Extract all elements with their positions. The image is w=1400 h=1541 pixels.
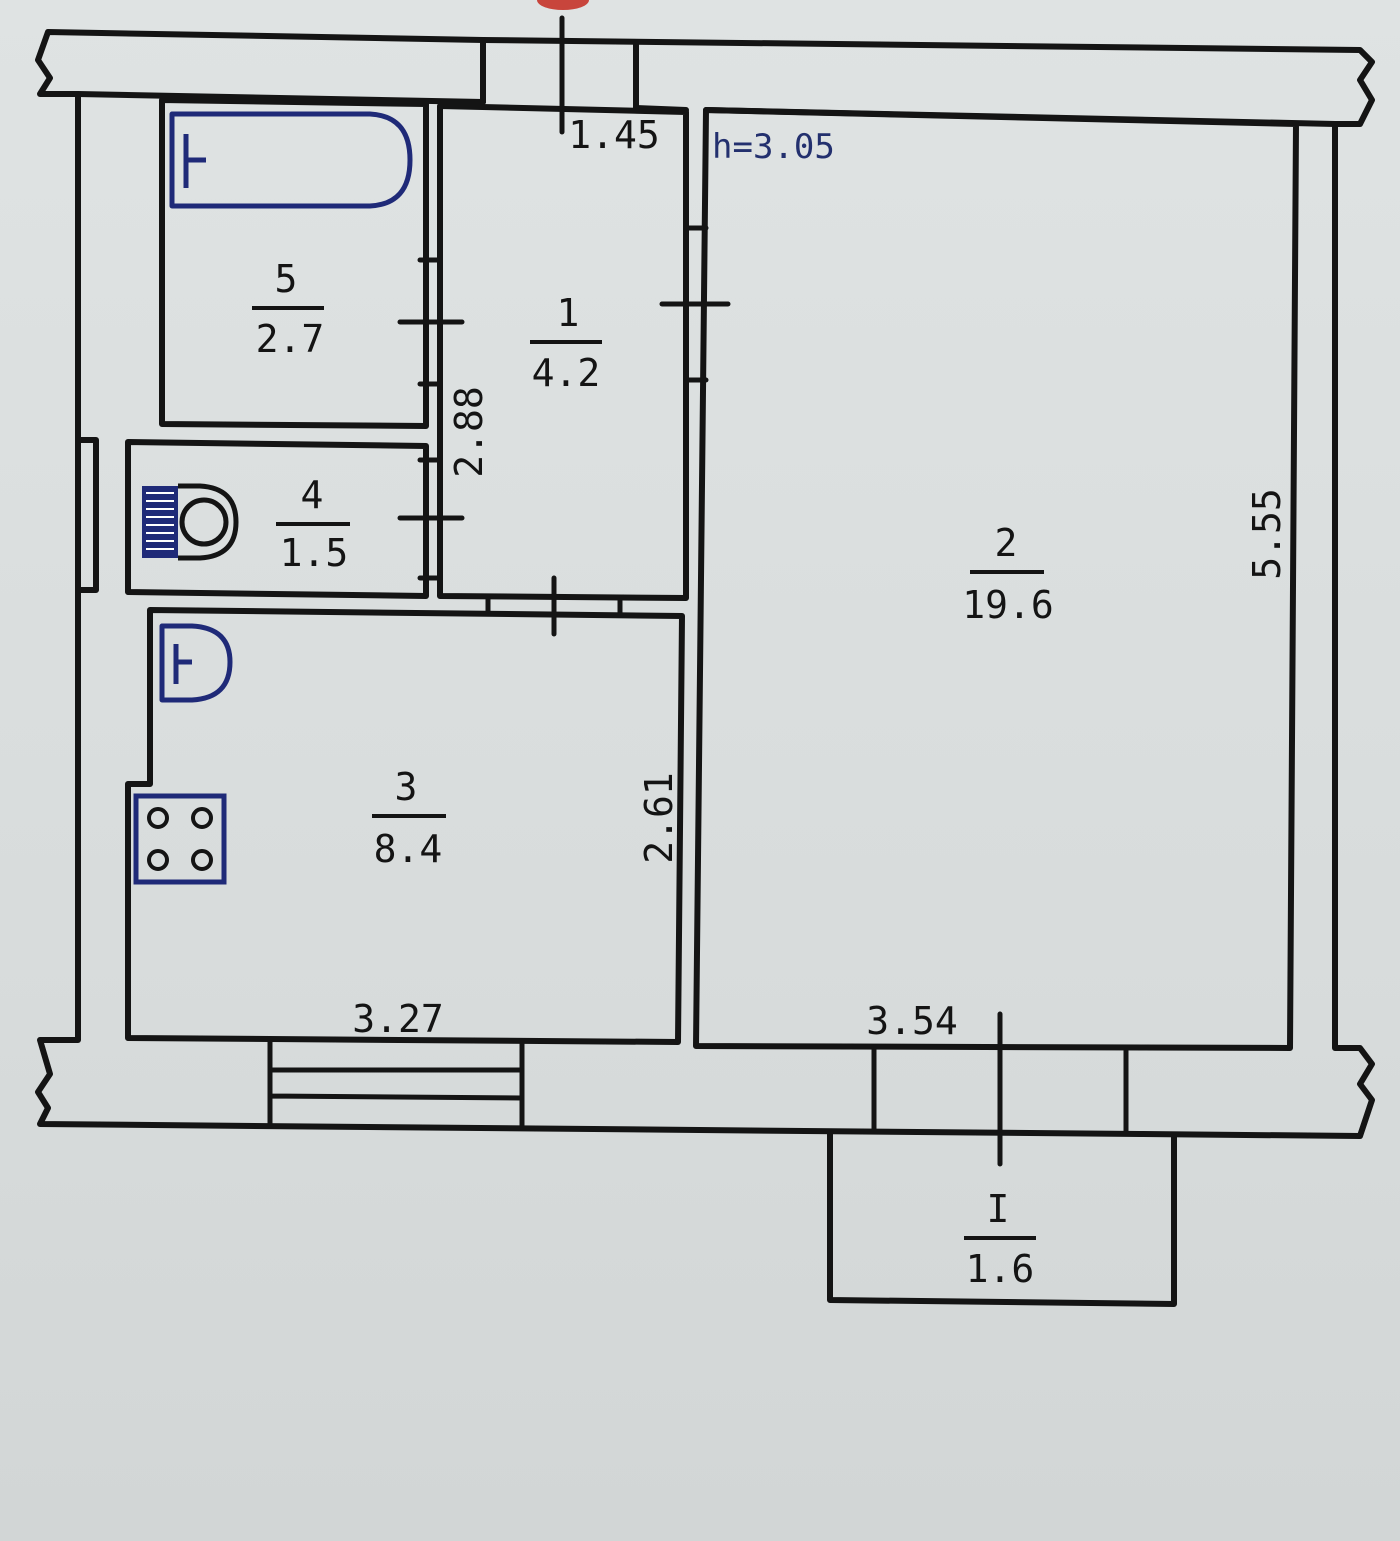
red-marker bbox=[537, 0, 589, 10]
room-number: I bbox=[987, 1187, 1010, 1231]
room-5-label: 5 2.7 bbox=[252, 257, 324, 361]
room-2-label: 2 19.6 bbox=[962, 521, 1054, 627]
room-4-label: 4 1.5 bbox=[276, 473, 350, 575]
toilet-walls bbox=[125, 439, 429, 599]
ceiling-height-note: h=3.05 bbox=[712, 127, 835, 167]
hall-walls bbox=[437, 103, 689, 601]
bathroom-walls bbox=[159, 97, 429, 429]
room-area: 8.4 bbox=[374, 827, 443, 871]
dim-entry-width: 1.45 bbox=[568, 113, 660, 157]
dim-kitchen-depth: 2.61 bbox=[637, 772, 681, 864]
room-1-label: 1 4.2 bbox=[530, 291, 602, 395]
room-number: 5 bbox=[275, 257, 298, 301]
room-area: 2.7 bbox=[256, 317, 325, 361]
room-area: 19.6 bbox=[962, 583, 1054, 627]
balcony-door bbox=[871, 1011, 1129, 1167]
bathtub-icon bbox=[169, 111, 413, 209]
inner-wall-top bbox=[75, 91, 486, 105]
outer-wall-top bbox=[35, 29, 1375, 1139]
room-area: 1.5 bbox=[280, 531, 349, 575]
stove-icon bbox=[133, 793, 227, 885]
kitchen-walls bbox=[125, 607, 685, 1045]
kitchen-window bbox=[267, 1039, 525, 1131]
dim-living-length: 5.55 bbox=[1245, 488, 1289, 580]
sink-icon bbox=[159, 623, 233, 703]
dim-kitchen-width: 3.27 bbox=[352, 997, 444, 1041]
room-3-label: 3 8.4 bbox=[372, 765, 446, 871]
balcony-label: I 1.6 bbox=[964, 1187, 1036, 1291]
living-room-walls bbox=[693, 107, 1299, 1051]
room-area: 1.6 bbox=[966, 1247, 1035, 1291]
room-number: 2 bbox=[995, 521, 1018, 565]
dim-hall-length: 2.88 bbox=[447, 386, 491, 478]
room-number: 1 bbox=[557, 291, 580, 335]
room-number: 4 bbox=[301, 473, 324, 517]
balcony-outline bbox=[827, 1129, 1177, 1307]
room-number: 3 bbox=[395, 765, 418, 809]
dim-living-width: 3.54 bbox=[866, 999, 958, 1043]
toilet-icon bbox=[142, 483, 239, 561]
room-area: 4.2 bbox=[532, 351, 601, 395]
